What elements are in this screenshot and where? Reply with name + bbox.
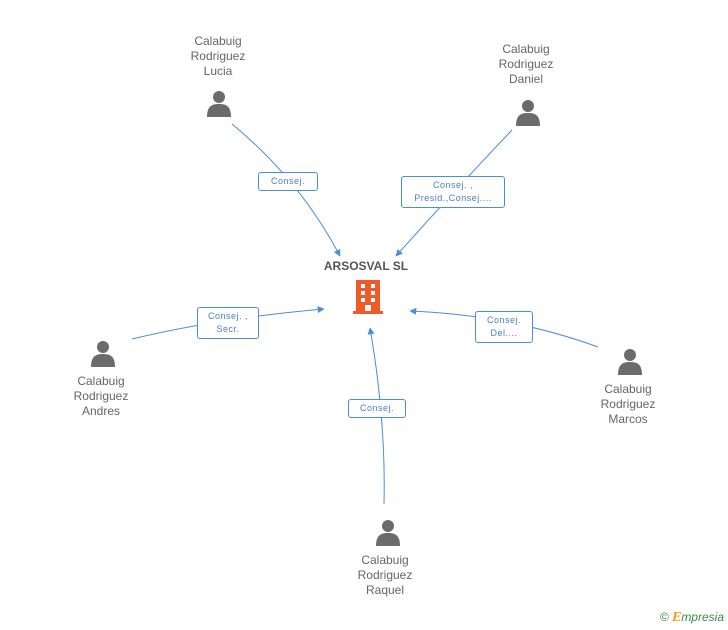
edge-role-text: Consej. , <box>207 311 249 321</box>
edge-role-text: Consej. <box>270 176 305 186</box>
edge-role-text: Consej. <box>359 403 394 413</box>
edge-role-text: Secr. <box>216 324 240 334</box>
person-label-lucia[interactable]: Calabuig Rodriguez Lucia <box>158 34 278 79</box>
edge-label-raquel[interactable]: Consej. <box>348 399 406 418</box>
person-name-line: Calabuig <box>604 382 652 396</box>
person-name-line: Calabuig <box>77 374 125 388</box>
person-name-line: Calabuig <box>361 553 409 567</box>
copyright-symbol: © <box>659 610 669 624</box>
person-name-line: Calabuig <box>194 34 242 48</box>
building-icon[interactable] <box>353 280 383 314</box>
edge-role-text: Del.... <box>490 328 518 338</box>
edge-label-marcos[interactable]: Consej. Del.... <box>475 311 533 343</box>
person-label-raquel[interactable]: Calabuig Rodriguez Raquel <box>325 553 445 598</box>
person-name-line: Marcos <box>608 412 648 426</box>
edge-label-daniel[interactable]: Consej. , Presid.,Consej.... <box>401 176 505 208</box>
person-name-line: Lucia <box>203 64 233 78</box>
person-name-line: Rodriguez <box>357 568 413 582</box>
person-label-andres[interactable]: Calabuig Rodriguez Andres <box>41 374 161 419</box>
person-label-daniel[interactable]: Calabuig Rodriguez Daniel <box>466 42 586 87</box>
edge-label-andres[interactable]: Consej. , Secr. <box>197 307 259 339</box>
edge-role-text: Presid.,Consej.... <box>414 193 492 203</box>
person-name-line: Raquel <box>365 583 405 597</box>
edge-role-text: Consej. , <box>432 180 474 190</box>
edge-role-text: Consej. <box>486 315 521 325</box>
person-icon-lucia[interactable] <box>207 91 231 117</box>
brand-initial: E <box>672 610 682 624</box>
person-name-line: Rodriguez <box>498 57 554 71</box>
person-name-line: Andres <box>81 404 121 418</box>
company-name[interactable]: ARSOSVAL SL <box>323 259 409 273</box>
edge-raquel <box>367 327 385 505</box>
brand-name: mpresia <box>681 610 724 624</box>
edge-label-lucia[interactable]: Consej. <box>258 172 318 191</box>
person-name-line: Calabuig <box>502 42 550 56</box>
person-name-line: Daniel <box>508 72 544 86</box>
person-name-line: Rodriguez <box>73 389 129 403</box>
person-icon-andres[interactable] <box>91 341 115 367</box>
person-label-marcos[interactable]: Calabuig Rodriguez Marcos <box>568 382 688 427</box>
empresia-watermark: © Empresia <box>660 610 724 624</box>
person-name-line: Rodriguez <box>600 397 656 411</box>
person-icon-daniel[interactable] <box>516 100 540 126</box>
person-name-line: Rodriguez <box>190 49 246 63</box>
person-icon-raquel[interactable] <box>376 520 400 546</box>
person-icon-marcos[interactable] <box>618 349 642 375</box>
